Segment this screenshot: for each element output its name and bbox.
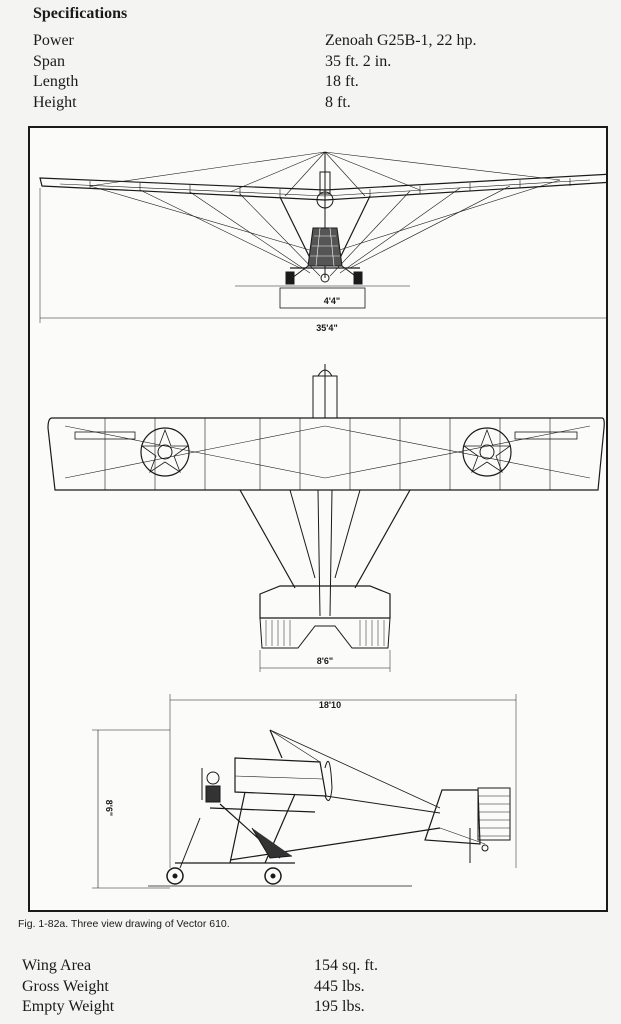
weight-value: 154 sq. ft. (314, 957, 378, 974)
three-view-drawing: 4'4" 35'4" 8'6" 18'10 8'6" (28, 126, 608, 912)
wingspan-dimension: 35'4" (316, 323, 337, 333)
top-view (47, 364, 605, 672)
spec-value: 18 ft. (325, 73, 359, 90)
specifications-heading: Specifications (33, 5, 128, 22)
spec-value: Zenoah G25B-1, 22 hp. (325, 32, 477, 49)
spec-row-height: Height 8 ft. (33, 93, 593, 114)
weight-value: 445 lbs. (314, 977, 365, 995)
weight-row-gross: Gross Weight 445 lbs. (22, 977, 582, 998)
spec-value: 35 ft. 2 in. (325, 52, 392, 70)
weight-label: Wing Area (22, 957, 92, 974)
height-dimension: 8'6" (104, 800, 114, 816)
spec-row-span: Span 35 ft. 2 in. (33, 52, 593, 73)
tail-span-dimension: 8'6" (317, 656, 333, 666)
weight-label: Gross Weight (22, 977, 109, 995)
specifications-table: Power Zenoah G25B-1, 22 hp. Span 35 ft. … (33, 31, 593, 113)
drawing-canvas: 4'4" 35'4" 8'6" 18'10 8'6" (39, 151, 606, 889)
side-view (92, 694, 517, 889)
figure-caption: Fig. 1-82a. Three view drawing of Vector… (18, 918, 230, 930)
spec-row-power: Power Zenoah G25B-1, 22 hp. (33, 31, 593, 52)
spec-value: 8 ft. (325, 93, 351, 111)
weight-row-wing-area: Wing Area 154 sq. ft. (22, 956, 582, 977)
length-dimension: 18'10 (319, 700, 341, 710)
spec-label: Power (33, 32, 74, 49)
weight-value: 195 lbs. (314, 998, 365, 1015)
weight-row-empty: Empty Weight 195 lbs. (22, 997, 582, 1018)
spec-label: Length (33, 73, 79, 90)
spec-row-length: Length 18 ft. (33, 72, 593, 93)
spec-label: Height (33, 93, 77, 111)
gear-track-dimension: 4'4" (324, 296, 340, 306)
spec-label: Span (33, 52, 65, 70)
weights-table: Wing Area 154 sq. ft. Gross Weight 445 l… (22, 956, 582, 1018)
weight-label: Empty Weight (22, 998, 115, 1015)
front-view (39, 151, 606, 323)
